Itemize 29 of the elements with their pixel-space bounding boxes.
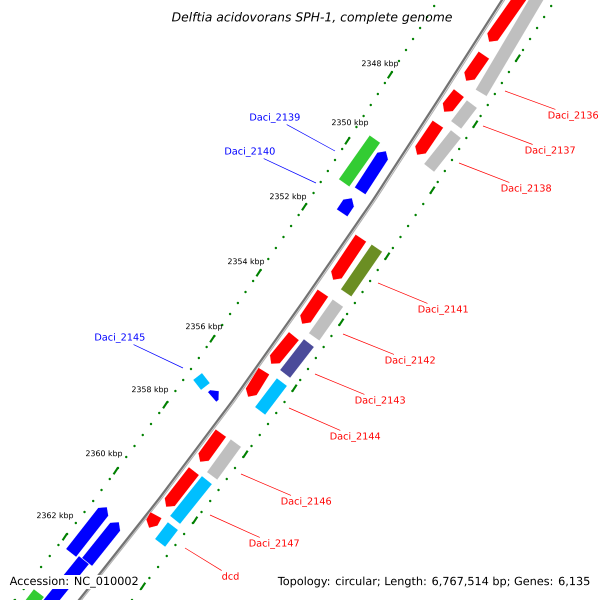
footer-text: Topology: circular; Length: 6,767,514 bp; Genes: 6,135	[276, 575, 592, 589]
gene-label: Daci_2142	[386, 356, 435, 366]
gene-label: Daci_2141	[418, 305, 468, 315]
leader-line	[504, 90, 556, 110]
leader-line	[482, 126, 534, 145]
leader-line	[210, 514, 260, 538]
footer-text: Accession: NC_010002	[8, 575, 140, 589]
leader-line	[288, 408, 341, 431]
title: Delftia acidovorans SPH-1, complete genome	[172, 12, 452, 24]
gene-label: Daci_2143	[356, 396, 405, 406]
leader-line	[240, 474, 292, 496]
leader-line	[458, 162, 510, 183]
leader-line	[184, 548, 222, 571]
gene-label: Daci_2137	[526, 146, 575, 156]
leader-line	[342, 334, 394, 355]
leader-line	[263, 158, 316, 184]
gene-label: Daci_2136	[548, 111, 598, 121]
gene-label: Daci_2145	[95, 333, 144, 343]
leader-line	[286, 124, 336, 152]
leader-line	[133, 344, 184, 368]
gene-label: dcd	[222, 572, 238, 580]
gene-label: Daci_2147	[250, 539, 299, 549]
gene-label: Daci_2144	[330, 432, 380, 442]
gene-label: Daci_2138	[502, 184, 551, 194]
gene-label: Daci_2140	[225, 147, 275, 157]
gene-label: Daci_2139	[250, 113, 300, 123]
leader-line	[378, 282, 428, 304]
gene-label: Daci_2146	[282, 497, 332, 507]
leader-line	[314, 374, 365, 395]
